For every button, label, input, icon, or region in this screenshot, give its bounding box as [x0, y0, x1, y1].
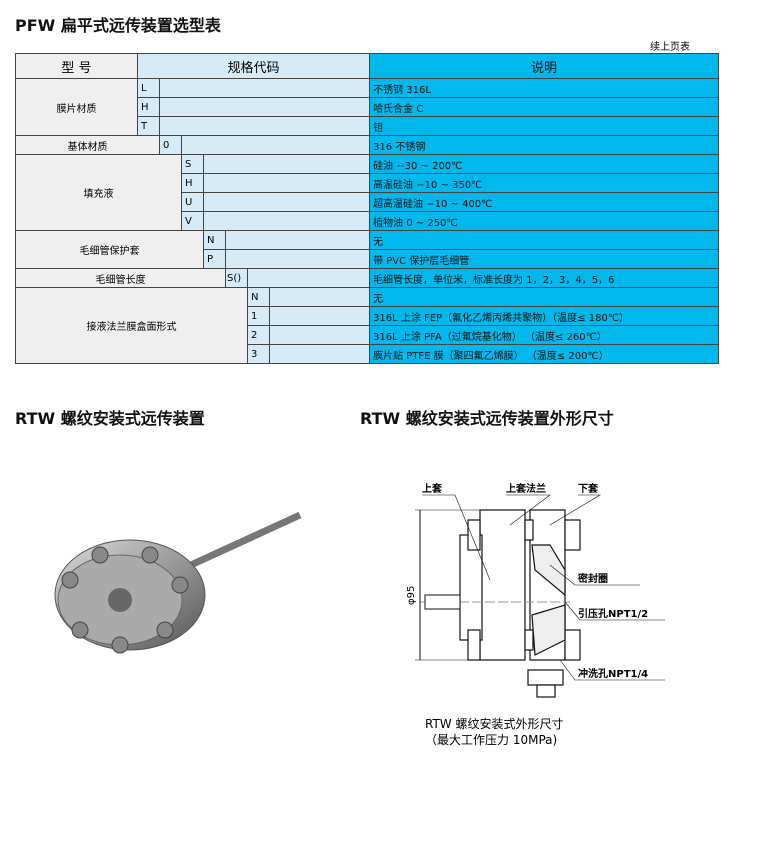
desc-cell: 316 不锈钢: [369, 135, 720, 155]
table-row: P 带 PVC 保护层毛细管: [16, 249, 720, 269]
caption-line2: （最大工作压力 10MPa): [425, 733, 558, 747]
code-cell: 0: [159, 135, 182, 155]
table-row: 1 316L 上涂 FEP（氟化乙烯丙烯共聚物）（温度≤ 180℃）: [16, 306, 720, 326]
desc-cell: 316L 上涂 PFA（过氟烷基化物） （温度≤ 260℃）: [369, 325, 720, 345]
label-flush-port: 冲洗孔NPT1/4: [578, 667, 648, 680]
header-desc: 说明: [369, 53, 720, 79]
dim-label: φ95: [406, 586, 417, 605]
desc-cell: 高温硅油 −10 ~ 350℃: [369, 173, 720, 193]
drawing-caption: RTW 螺纹安装式外形尺寸 （最大工作压力 10MPa): [425, 716, 563, 748]
product-photo: [54, 511, 302, 654]
code-cell: S: [181, 154, 204, 174]
code-cell: 2: [247, 325, 270, 345]
row-label: 毛细管长度: [15, 268, 226, 288]
code-cell: H: [181, 173, 204, 193]
row-label: 基体材质: [15, 135, 160, 155]
code-cell: P: [203, 249, 226, 269]
section-title-right: RTW 螺纹安装式远传装置外形尺寸: [360, 409, 614, 428]
label-seal: 密封圈: [578, 572, 608, 585]
table-row: V 植物油 0 ~ 250℃: [16, 211, 720, 231]
table-row: H 高温硅油 −10 ~ 350℃: [16, 173, 720, 193]
code-cell: U: [181, 192, 204, 212]
desc-cell: 带 PVC 保护层毛细管: [369, 249, 720, 269]
row-label: 膜片材质: [15, 78, 138, 136]
desc-cell: 无: [369, 287, 720, 307]
row-label: 填充液: [15, 154, 182, 231]
page-title: PFW 扁平式远传装置选型表: [15, 16, 221, 35]
header-row: 型 号 规格代码 说明: [15, 53, 720, 79]
label-lower-sleeve: 下套: [578, 482, 599, 495]
desc-cell: 膜片贴 PTFE 膜（聚四氟乙烯膜） （温度≤ 200℃）: [369, 344, 720, 364]
caption-line1: RTW 螺纹安装式外形尺寸: [425, 717, 564, 731]
table-row: H 哈氏合金 C: [16, 97, 720, 117]
desc-cell: 哈氏合金 C: [369, 97, 720, 117]
label-upper-sleeve: 上套: [422, 482, 443, 495]
continued-note: 续上页表: [650, 42, 690, 53]
code-cell: T: [137, 116, 160, 136]
desc-cell: 毛细管长度，单位米，标准长度为 1，2，3，4，5，6: [369, 268, 720, 288]
section-title-left: RTW 螺纹安装式远传装置: [15, 409, 205, 428]
code-cell: N: [203, 230, 226, 250]
desc-cell: 不锈钢 316L: [369, 78, 720, 98]
desc-cell: 钽: [369, 116, 720, 136]
code-cell: 3: [247, 344, 270, 364]
code-cell: S(): [225, 268, 248, 288]
row-label: 毛细管保护套: [15, 230, 204, 269]
desc-cell: 植物油 0 ~ 250℃: [369, 211, 720, 231]
code-cell: 1: [247, 306, 270, 326]
desc-cell: 316L 上涂 FEP（氟化乙烯丙烯共聚物）（温度≤ 180℃）: [369, 306, 720, 326]
desc-cell: 无: [369, 230, 720, 250]
table-row: 3 膜片贴 PTFE 膜（聚四氟乙烯膜） （温度≤ 200℃）: [16, 344, 720, 364]
code-cell: N: [247, 287, 270, 307]
row-label: 接液法兰膜盒面形式: [15, 287, 248, 364]
desc-cell: 硅油 −30 ~ 200℃: [369, 154, 720, 174]
desc-cell: 超高温硅油 −10 ~ 400℃: [369, 192, 720, 212]
dimension-drawing: φ95 上套 上套法兰 下套 密封圈 引压孔NPT1/2 冲洗孔NPT1/4: [406, 482, 665, 698]
header-model: 型 号: [15, 53, 138, 79]
label-pressure-port: 引压孔NPT1/2: [578, 607, 648, 620]
table-row: 2 316L 上涂 PFA（过氟烷基化物） （温度≤ 260℃）: [16, 325, 720, 345]
code-cell: L: [137, 78, 160, 98]
code-cell: H: [137, 97, 160, 117]
label-upper-flange: 上套法兰: [506, 482, 546, 495]
code-cell: V: [181, 211, 204, 231]
header-code: 规格代码: [136, 53, 371, 79]
